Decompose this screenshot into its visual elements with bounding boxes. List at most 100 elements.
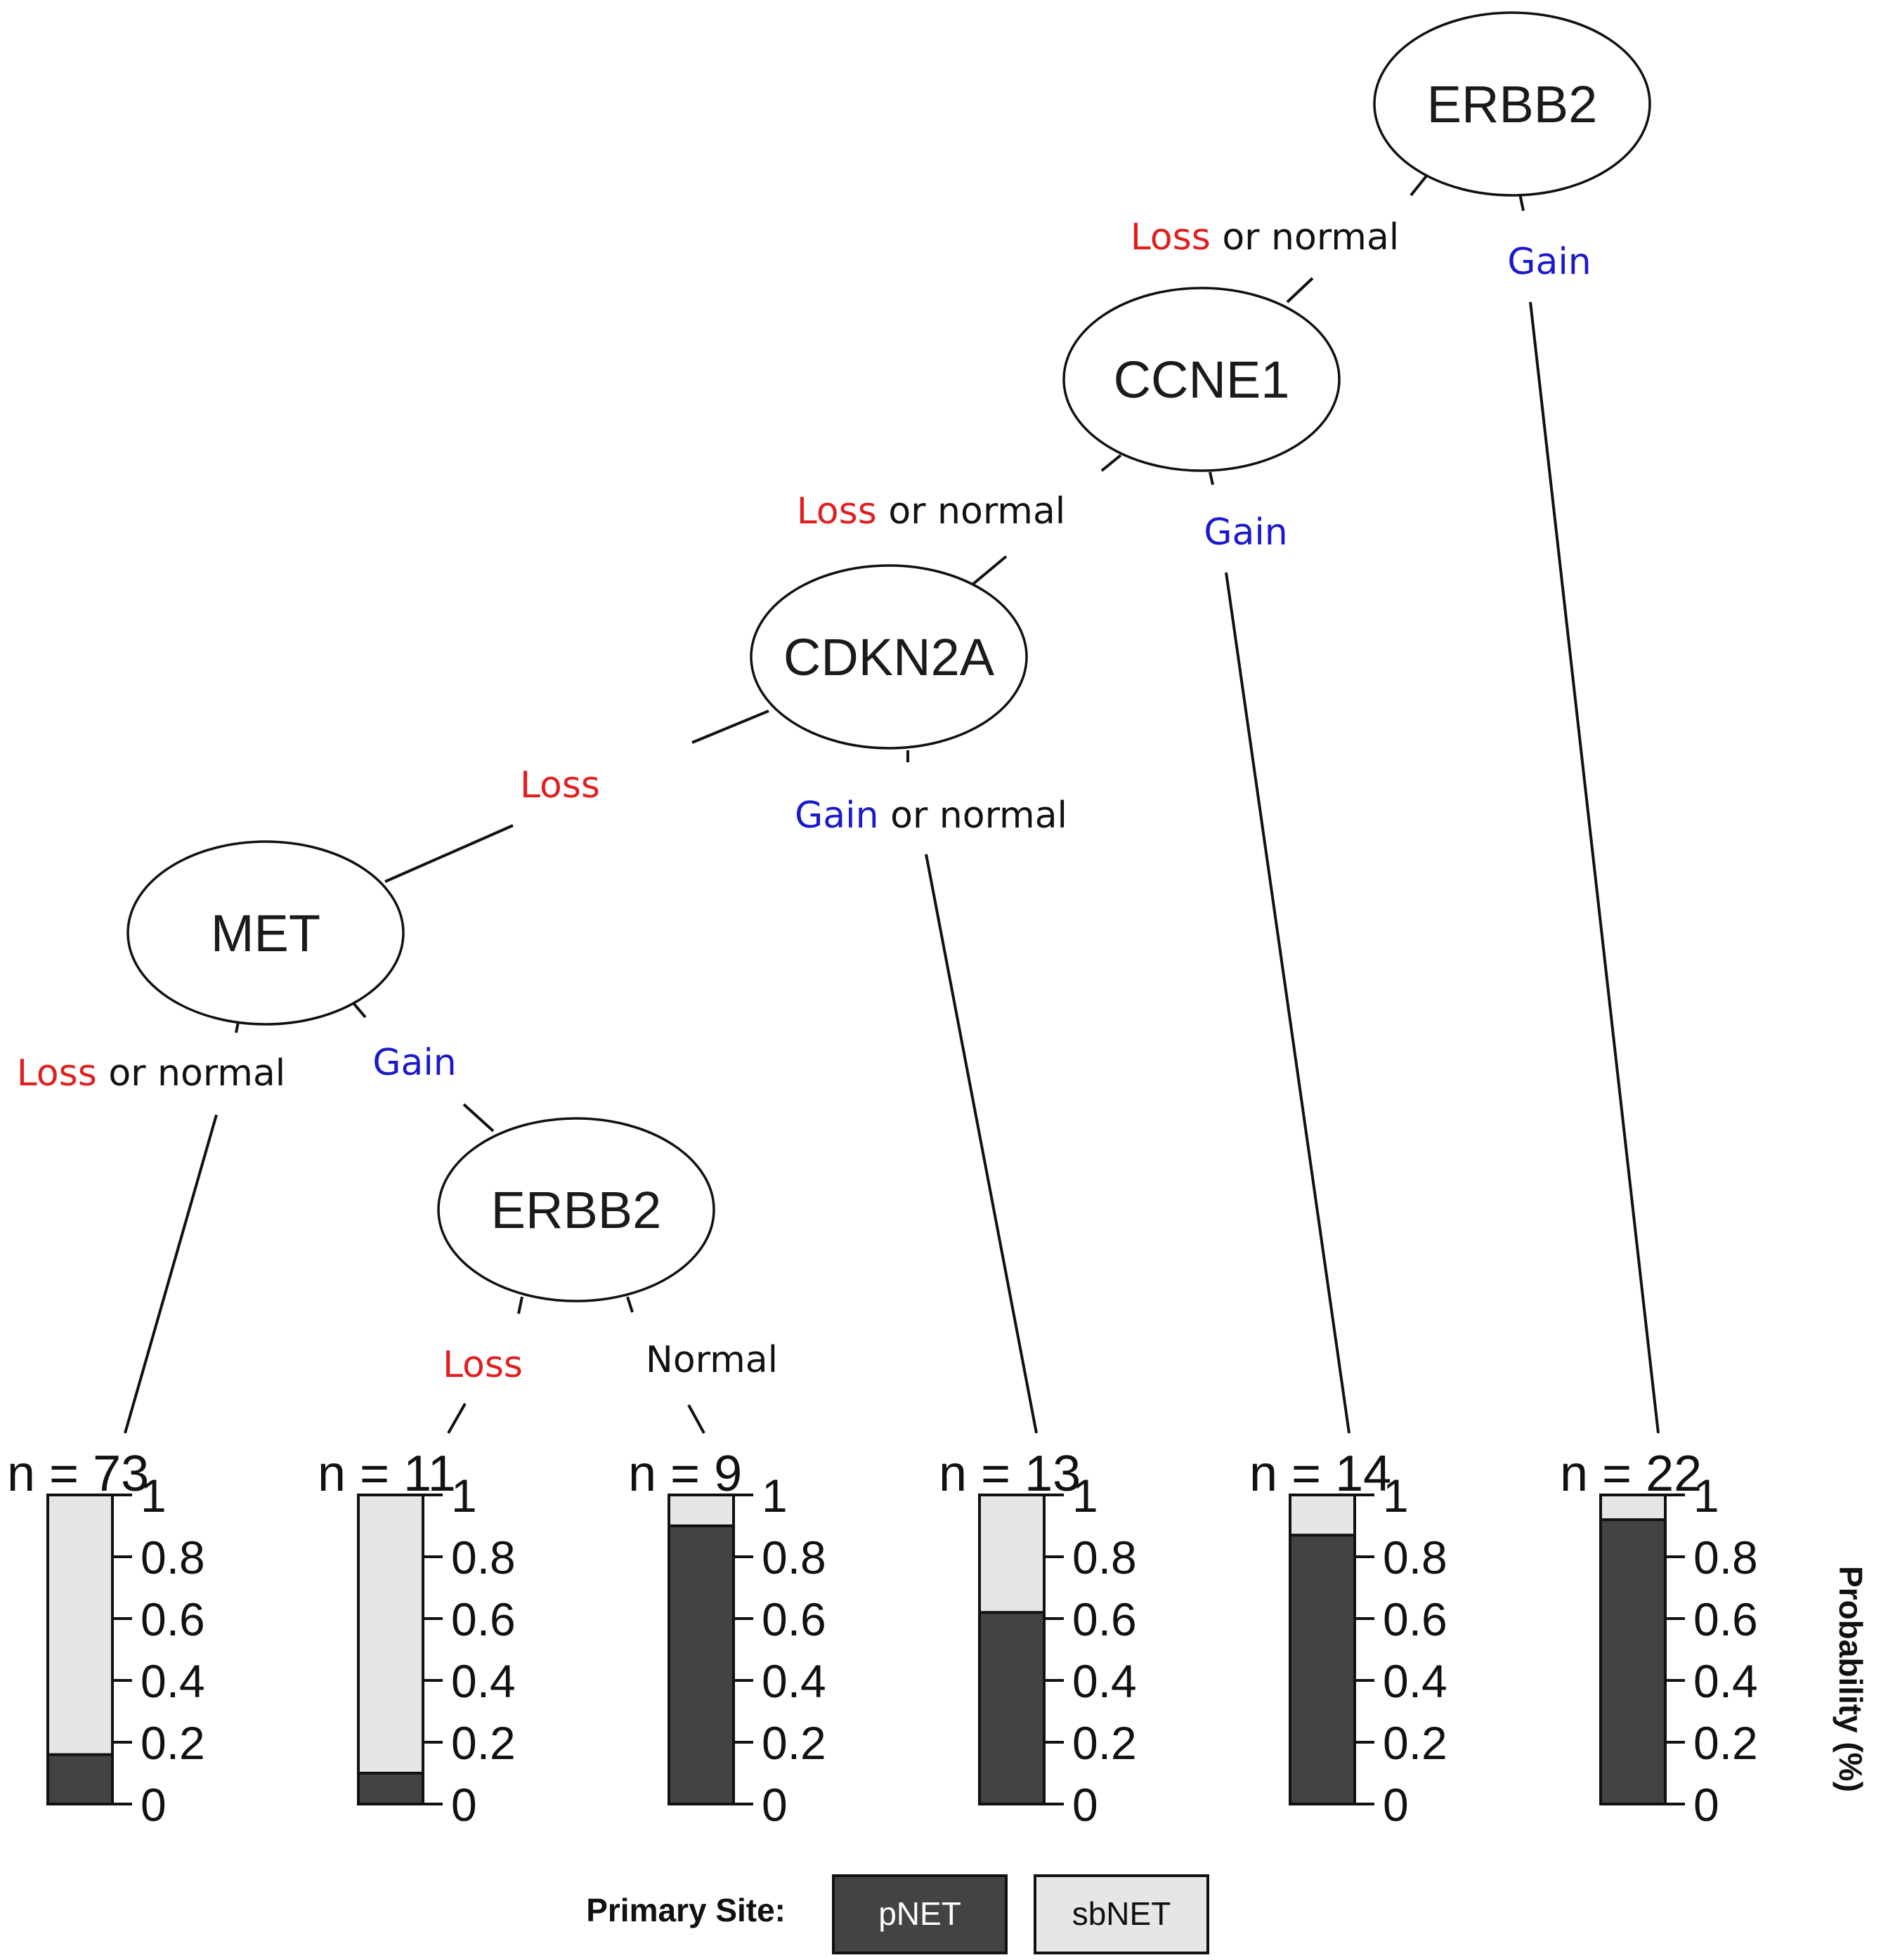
stub bbox=[1518, 193, 1525, 211]
y-tick-label: 0.6 bbox=[1383, 1593, 1447, 1645]
y-axis-title: Probability (%) bbox=[1833, 1566, 1869, 1792]
edge-ccne1-loss-line bbox=[971, 555, 1008, 586]
legend-label-sbnet: sbNET bbox=[1072, 1895, 1171, 1932]
edge-root-gain-line bbox=[1529, 301, 1660, 1434]
y-tick-label: 0.4 bbox=[762, 1655, 826, 1707]
legend-swatch-pnet bbox=[832, 1874, 1008, 1954]
terminal-n-label: n = 13 bbox=[939, 1446, 1081, 1502]
edge-ccne1-gain-line bbox=[1225, 572, 1350, 1434]
y-tick-label: 0.2 bbox=[451, 1717, 516, 1769]
node-label: ERBB2 bbox=[491, 1181, 662, 1239]
bar-pnet bbox=[358, 1773, 423, 1804]
edge-label-erbb2-left: Loss bbox=[443, 1344, 523, 1386]
y-tick-label: 0.8 bbox=[1693, 1531, 1758, 1583]
bar-sbnet bbox=[358, 1495, 423, 1804]
edge-cdkn2a-gain-line bbox=[925, 854, 1038, 1434]
y-tick-label: 1 bbox=[1383, 1470, 1409, 1522]
y-tick-label: 0.2 bbox=[1383, 1717, 1447, 1769]
y-tick-label: 0.6 bbox=[141, 1593, 205, 1645]
y-tick-label: 0.6 bbox=[1693, 1593, 1758, 1645]
stub bbox=[1209, 471, 1214, 485]
edge-cdkn2a-loss-line-2 bbox=[384, 824, 514, 883]
y-tick-label: 1 bbox=[1072, 1470, 1098, 1522]
y-tick-label: 0.4 bbox=[141, 1655, 205, 1707]
bar-outline bbox=[1599, 1494, 1667, 1805]
terminal-n-label: n = 14 bbox=[1249, 1446, 1391, 1502]
y-tick-label: 0.4 bbox=[1693, 1655, 1758, 1707]
legend-title: Primary Site: bbox=[586, 1892, 786, 1928]
bar-pnet bbox=[1601, 1520, 1665, 1804]
y-tick-label: 0 bbox=[762, 1779, 788, 1831]
node-label: ERBB2 bbox=[1427, 75, 1598, 133]
node-label: CDKN2A bbox=[783, 628, 995, 686]
edge-root-loss-line bbox=[1286, 277, 1314, 303]
node-erbb2-lower: ERBB2 bbox=[437, 1117, 715, 1302]
node-met: MET bbox=[126, 840, 405, 1026]
y-tick-label: 0.2 bbox=[1693, 1717, 1758, 1769]
y-tick-label: 0 bbox=[1383, 1779, 1409, 1831]
bar-outline bbox=[357, 1494, 424, 1805]
edge-erbb2-loss-line bbox=[447, 1403, 467, 1434]
stub bbox=[1410, 173, 1429, 197]
y-tick-label: 0.2 bbox=[1072, 1717, 1137, 1769]
edge-label-met-left: Loss or normal bbox=[17, 1052, 286, 1095]
y-tick-label: 0.8 bbox=[1072, 1531, 1137, 1583]
bar-pnet bbox=[669, 1526, 734, 1804]
node-label: MET bbox=[211, 904, 320, 962]
edge-label-root-right: Gain bbox=[1507, 241, 1592, 283]
bar-pnet bbox=[48, 1754, 112, 1804]
edge-label-ccne1-right: Gain bbox=[1204, 511, 1288, 554]
y-tick-label: 0 bbox=[451, 1779, 477, 1831]
y-tick-label: 0.6 bbox=[1072, 1593, 1137, 1645]
y-tick-label: 1 bbox=[762, 1470, 788, 1522]
terminal-n-label: n = 73 bbox=[7, 1446, 149, 1502]
legend: Primary Site: pNET sbNET bbox=[586, 1874, 1209, 1954]
stub bbox=[1100, 454, 1122, 472]
edge-erbb2-normal-line bbox=[687, 1404, 705, 1434]
stub bbox=[517, 1296, 523, 1314]
y-tick-label: 0 bbox=[1693, 1779, 1719, 1831]
y-tick-label: 1 bbox=[451, 1470, 477, 1522]
node-ccne1: CCNE1 bbox=[1062, 287, 1341, 472]
y-tick-label: 0.8 bbox=[141, 1531, 205, 1583]
bar-outline bbox=[1289, 1494, 1356, 1805]
y-tick-label: 0.6 bbox=[451, 1593, 516, 1645]
stub bbox=[352, 1002, 367, 1019]
y-tick-label: 0.4 bbox=[451, 1655, 516, 1707]
legend-label-pnet: pNET bbox=[878, 1895, 961, 1932]
y-tick-label: 0.8 bbox=[762, 1531, 826, 1583]
bar-sbnet bbox=[48, 1495, 112, 1804]
bar-outline bbox=[46, 1494, 114, 1805]
edge-label-root-left: Loss or normal bbox=[1131, 216, 1400, 259]
edge-label-met-right: Gain bbox=[372, 1042, 457, 1084]
terminal-n-label: n = 11 bbox=[318, 1446, 456, 1502]
terminal-n-label: n = 9 bbox=[628, 1446, 742, 1502]
node-erbb2-root: ERBB2 bbox=[1373, 11, 1651, 197]
node-label: CCNE1 bbox=[1114, 351, 1290, 409]
edge-label-cdkn2a-right: Gain or normal bbox=[795, 795, 1067, 837]
edge-label-ccne1-left: Loss or normal bbox=[797, 490, 1066, 533]
y-tick-label: 0.4 bbox=[1383, 1655, 1447, 1707]
legend-swatch-sbnet bbox=[1034, 1874, 1209, 1954]
y-tick-label: 0.2 bbox=[762, 1717, 826, 1769]
bar-pnet bbox=[1290, 1535, 1355, 1804]
edge-met-gain-line bbox=[462, 1103, 495, 1132]
terminal-n-label: n = 22 bbox=[1560, 1446, 1702, 1502]
y-tick-label: 1 bbox=[141, 1470, 167, 1522]
stub bbox=[626, 1296, 634, 1313]
edge-met-loss-line bbox=[124, 1114, 218, 1434]
y-tick-label: 0 bbox=[1072, 1779, 1098, 1831]
edge-cdkn2a-loss-line bbox=[691, 710, 769, 744]
bar-pnet bbox=[979, 1612, 1044, 1804]
y-tick-label: 0.4 bbox=[1072, 1655, 1137, 1707]
node-cdkn2a: CDKN2A bbox=[750, 564, 1028, 750]
y-tick-label: 1 bbox=[1693, 1470, 1719, 1522]
edge-label-cdkn2a-left: Loss bbox=[520, 764, 600, 806]
y-tick-label: 0.6 bbox=[762, 1593, 826, 1645]
y-tick-label: 0.8 bbox=[451, 1531, 516, 1583]
bar-outline bbox=[668, 1494, 735, 1805]
y-tick-label: 0.8 bbox=[1383, 1531, 1447, 1583]
y-tick-label: 0 bbox=[141, 1779, 167, 1831]
